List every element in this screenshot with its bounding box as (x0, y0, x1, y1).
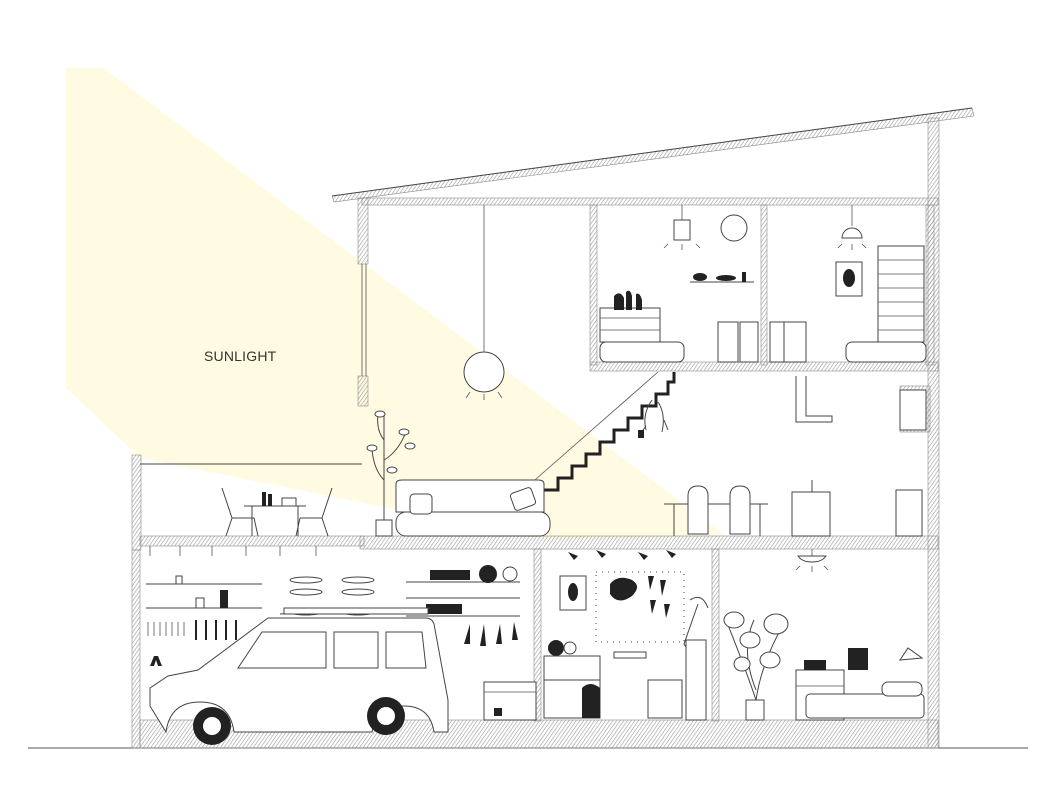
sofa-icon (395, 479, 551, 537)
ground-left-wall (131, 549, 141, 749)
bed-icon (805, 693, 925, 719)
car-icon (149, 607, 449, 745)
balcony-wall (131, 454, 142, 551)
tool-rack-icon (147, 620, 237, 640)
roof (331, 107, 975, 203)
bookshelf-icon (877, 245, 925, 343)
staircase-icon (527, 371, 676, 492)
sunlight-label: SUNLIGHT (204, 348, 277, 364)
balcony-deck (149, 546, 317, 556)
plant-icon (366, 410, 416, 537)
sunlight-beam (66, 68, 726, 540)
studio-room (543, 550, 709, 721)
middle-floor-slab (359, 535, 939, 550)
left-wall-upper (357, 197, 369, 265)
lounge-room (723, 549, 925, 721)
dining-table-icon (221, 487, 333, 537)
plant-icon (723, 611, 789, 721)
kitchen-counter-icon (791, 376, 923, 537)
upper-right-room (769, 205, 927, 363)
hanging-plant-icon (638, 399, 669, 438)
pendant-lamp-icon (463, 205, 505, 400)
dining-chairs-icon (664, 485, 768, 536)
ceiling-slab (361, 197, 939, 206)
upper-left-room (599, 205, 759, 363)
